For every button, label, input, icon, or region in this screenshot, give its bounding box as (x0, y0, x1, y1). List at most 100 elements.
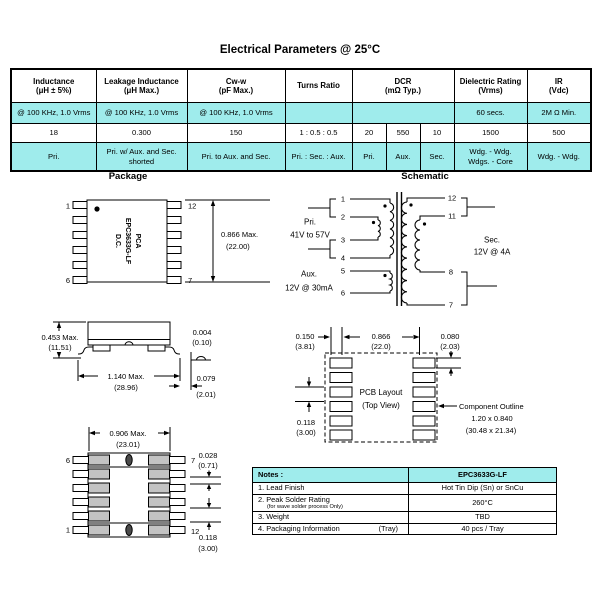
aux-winding (350, 270, 393, 294)
body-outline (87, 321, 171, 346)
component-outline-callout: Component Outline 1.20 x 0.840 (30.48 x … (438, 402, 524, 435)
dim-text: 0.028 (199, 451, 218, 460)
dim-text: (0.10) (192, 338, 212, 347)
condition-cell: 2M Ω Min. (526, 102, 592, 124)
pin1-marker-dot (94, 206, 100, 212)
note-value: TBD (408, 511, 557, 524)
dim-text: (2.01) (196, 390, 216, 399)
callout-text: (30.48 x 21.34) (466, 426, 517, 435)
condition-cell (351, 102, 455, 124)
pad-height-dimension: 0.080 (2.03) (436, 332, 461, 376)
condition-cell: @ 100 KHz, 1.0 Vrms (186, 102, 286, 124)
left-pads (329, 357, 353, 441)
dim-text: 0.080 (441, 332, 460, 341)
pin-number: 3 (341, 236, 345, 245)
component-outline-box (324, 352, 438, 443)
pcb-layout-drawing: 0.150 (3.81) 0.866 (22.0) 0.080 (2.03) 0… (295, 327, 524, 443)
callout-text: Component Outline (459, 402, 524, 411)
pcb-layout-label: PCB Layout (360, 388, 403, 397)
dim-text: 0.004 (193, 328, 212, 337)
condition-cell: 60 secs. (453, 102, 528, 124)
seating-plane-symbol (196, 356, 206, 361)
polarity-dot (371, 220, 376, 225)
gap-dimension: 0.028 (0.71) (190, 451, 221, 491)
dim-text: (22.0) (371, 342, 391, 351)
condition-cell (284, 102, 353, 124)
value-cell: 18 (10, 123, 97, 143)
value-cell: 20 (351, 123, 387, 143)
note-cell: Pri. w/ Aux. and Sec. shorted (95, 142, 188, 172)
secondary-label: Sec. (484, 236, 500, 245)
notes-row: 2. Peak Solder Rating (for wave solder p… (252, 493, 557, 513)
notes-table: Notes : EPC3633G-LF 1. Lead Finish Hot T… (252, 467, 557, 536)
value-cell: 500 (526, 123, 592, 143)
polarity-dot (383, 273, 387, 278)
dim-text: (3.81) (295, 342, 315, 351)
width-dimension: 0.866 (22.0) (343, 327, 420, 355)
marking-line: D.C. (114, 234, 121, 248)
pitch-dimension: 0.118 (3.00) (295, 377, 324, 437)
note-cell: Pri. (351, 142, 387, 172)
left-pins (72, 456, 89, 534)
table-notes-row: Pri. Pri. w/ Aux. and Sec. shorted Pri. … (10, 142, 592, 172)
width-dimension: 1.140 Max. (28.96) (77, 358, 181, 392)
dim-text: (23.01) (116, 440, 140, 449)
primary-winding (350, 198, 395, 259)
primary-range: 41V to 57V (290, 231, 330, 240)
right-pins (166, 201, 182, 284)
polarity-dot (383, 204, 387, 208)
secondary-range: 12V @ 4A (474, 248, 511, 257)
body-notch (124, 341, 134, 346)
note-cell: Pri. (10, 142, 97, 172)
lead-dimension: 0.079 (2.01) (169, 352, 216, 399)
lead-right (165, 346, 180, 355)
notes-row: 1. Lead Finish Hot Tin Dip (Sn) or SnCu (252, 482, 557, 495)
note-value: 260°C (408, 493, 557, 513)
col-header-ir: IR (Vdc) (526, 68, 592, 103)
core-gap-top (125, 454, 133, 466)
value-cell: 10 (419, 123, 455, 143)
height-dimension: 0.866 Max. (22.00) (185, 199, 270, 283)
marking-line: EPC3633G-LF (124, 218, 131, 265)
pin-number: 12 (191, 527, 199, 536)
pin-number: 5 (341, 267, 345, 276)
pin-number: 8 (449, 268, 453, 277)
marking-line: PCA (134, 234, 141, 249)
col-header-turns-ratio: Turns Ratio (284, 68, 353, 103)
note-cell: Aux. (385, 142, 421, 172)
electrical-parameters-table: Inductance (μH ± 5%) Leakage Inductance … (10, 68, 593, 172)
note-sublabel: (for wave solder process Only) (267, 504, 343, 511)
pin-number: 6 (66, 456, 70, 465)
left-pins (72, 201, 88, 284)
page-title: Electrical Parameters @ 25°C (219, 44, 381, 56)
note-cell: Sec. (419, 142, 455, 172)
col-header-dcr: DCR (mΩ Typ.) (351, 68, 455, 103)
notes-row: 3. Weight TBD (252, 511, 557, 524)
dim-text: 0.906 Max. (109, 429, 146, 438)
schematic-drawing: 1 2 3 4 5 6 12 11 8 7 Pri. 41V to 57V Au… (285, 192, 511, 310)
note-cell: Wdg. - Wdg. Wdgs. - Core (453, 142, 528, 172)
dim-text: (3.00) (198, 544, 218, 553)
pin-number: 7 (191, 456, 195, 465)
chip-body (86, 199, 168, 283)
package-section-title: Package (108, 171, 148, 182)
pin-number: 6 (66, 276, 70, 285)
dim-text: 0.118 (297, 418, 315, 427)
condition-cell: @ 100 KHz, 1.0 Vrms (10, 102, 97, 124)
table-conditions-row: @ 100 KHz, 1.0 Vrms @ 100 KHz, 1.0 Vrms … (10, 102, 592, 124)
package-top-view-drawing: 1 6 12 7 PCA EPC3633G-LF D.C. 0.866 Max.… (66, 199, 270, 285)
note-cell: Pri. : Sec. : Aux. (284, 142, 353, 172)
pin-number: 12 (188, 202, 196, 211)
notes-header-label: Notes : (252, 467, 409, 483)
note-label: 2. Peak Solder Rating (for wave solder p… (252, 493, 409, 513)
core-gap-bottom (125, 524, 133, 536)
dim-text: (0.71) (198, 461, 218, 470)
dim-text: 1.140 Max. (107, 372, 144, 381)
notes-row: 4. Packaging Information (Tray) 40 pcs /… (252, 522, 557, 536)
pin-number: 12 (448, 194, 456, 203)
dim-text: 0.150 (296, 332, 315, 341)
dim-text: (22.00) (226, 242, 250, 251)
package-side-view-drawing: 0.453 Max. (11.51) 0.004 (0.10) 1.140 Ma… (41, 321, 216, 399)
pitch-dimension: 0.118 (3.00) (190, 498, 221, 553)
